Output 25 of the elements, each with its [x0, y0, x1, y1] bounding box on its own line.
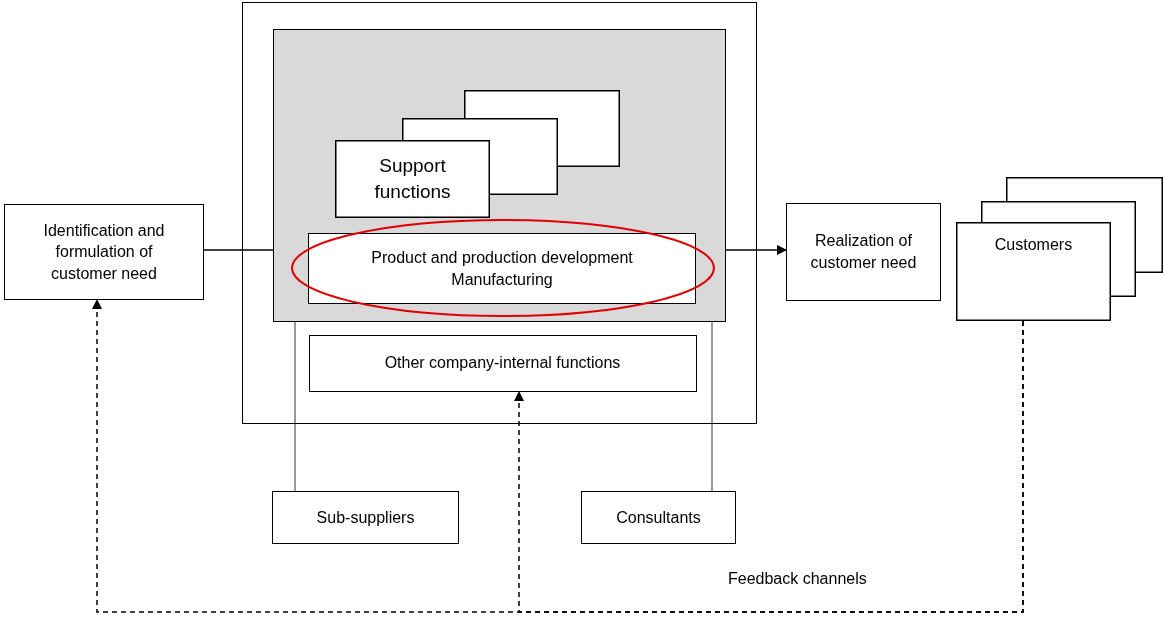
arrow: [725, 245, 787, 255]
stacked-box: [956, 177, 1163, 321]
process-box: [4, 204, 204, 300]
process-box: [308, 233, 696, 304]
process-box: [786, 203, 941, 301]
group-box: [242, 2, 757, 424]
node-label: Customers: [994, 235, 1073, 255]
node-label: Manufacturing: [451, 269, 553, 290]
node-label: Support functions: [373, 154, 452, 204]
dashed-arrow: [514, 320, 1024, 613]
node-label: Sub-suppliers: [316, 507, 415, 528]
process-box: [581, 491, 736, 544]
connector-line: [711, 321, 713, 492]
note-text: Feedback channels: [728, 570, 867, 588]
group-box: [272, 28, 726, 322]
node-label: Product and production development: [371, 247, 633, 268]
node-label: Other company-internal functions: [384, 353, 621, 374]
connector-line: [203, 249, 274, 251]
stacked-box: [335, 90, 620, 218]
process-box: [272, 491, 459, 544]
connector-line: [294, 321, 296, 492]
process-box: [308, 334, 697, 392]
node-label: Identification and formulation of customer need: [42, 220, 166, 284]
node-label: Consultants: [616, 507, 701, 528]
node-label: Realization of customer need: [809, 231, 918, 273]
